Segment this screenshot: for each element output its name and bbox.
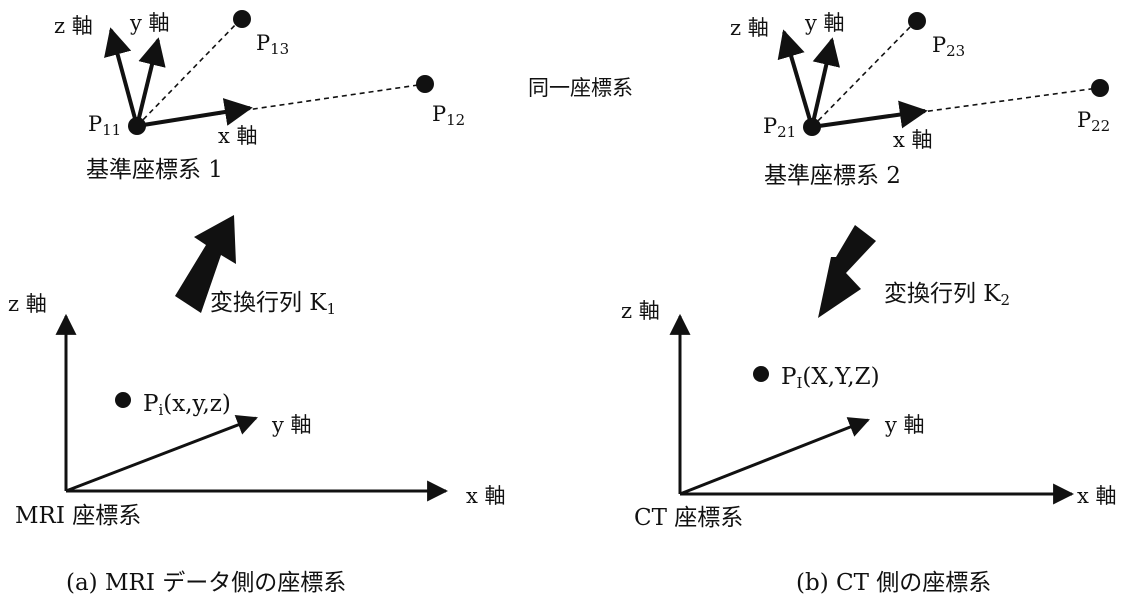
x-axis-label: x 軸: [893, 128, 933, 152]
z-axis-arrow: [777, 29, 814, 128]
point-pi-label: Pi(x,y,z): [143, 391, 231, 419]
z-axis-label: z 軸: [621, 299, 660, 323]
x-axis-arrow: [136, 98, 253, 128]
y-axis-arrow: [810, 37, 840, 128]
label-p22: P22: [1077, 108, 1110, 135]
y-axis-arrow: [65, 414, 258, 493]
point-pI: [753, 366, 769, 382]
point-p21: [803, 118, 821, 136]
label-p23: P23: [932, 33, 965, 60]
point-p23: [908, 12, 926, 30]
z-axis-label: z 軸: [730, 16, 769, 40]
transform-arrow-k2: 変換行列 K2: [818, 225, 1010, 318]
z-axis-label: z 軸: [8, 292, 47, 316]
big-arrow-down-icon: [818, 225, 876, 318]
mri-system-label: MRI 座標系: [15, 503, 141, 529]
caption-a: (a) MRI データ側の座標系: [66, 570, 346, 596]
label-p13: P13: [256, 31, 289, 58]
point-p22: [1091, 79, 1109, 97]
reference-frame-2: z 軸 y 軸 x 軸 P21 P23 P22 基準座標系 2: [730, 11, 1110, 189]
reference-frame-1-caption: 基準座標系 1: [86, 157, 223, 183]
reference-frame-1: z 軸 y 軸 x 軸 P11 P13 P12 基準座標系 1: [54, 10, 465, 183]
dashed-line-p21-p23: [811, 21, 916, 128]
x-axis-arrow: [811, 100, 928, 129]
ct-system-label: CT 座標系: [634, 505, 743, 531]
x-axis-label: x 軸: [466, 484, 506, 508]
y-axis-label: y 軸: [804, 11, 845, 35]
label-p12: P12: [432, 102, 465, 129]
point-p13: [233, 10, 251, 28]
reference-frame-2-caption: 基準座標系 2: [764, 163, 901, 189]
transform-arrow-k1: 変換行列 K1: [175, 215, 336, 318]
big-arrow-up-icon: [175, 215, 236, 313]
y-axis-label: y 軸: [884, 413, 925, 437]
same-coordinate-system-note: 同一座標系: [528, 76, 633, 100]
y-axis-arrow: [679, 417, 870, 496]
caption-b: (b) CT 側の座標系: [796, 570, 991, 596]
z-axis-arrow: [104, 27, 139, 127]
y-axis-label: y 軸: [129, 11, 170, 35]
ct-coordinate-system: z 軸 y 軸 x 軸 PI(X,Y,Z) CT 座標系: [621, 299, 1117, 531]
label-p11: P11: [88, 112, 121, 139]
transform-matrix-k2-label: 変換行列 K2: [884, 281, 1010, 309]
z-axis-label: z 軸: [54, 14, 93, 38]
point-pI-label: PI(X,Y,Z): [781, 364, 880, 392]
transform-matrix-k1-label: 変換行列 K1: [210, 290, 336, 318]
label-p21: P21: [763, 114, 796, 141]
mri-coordinate-system: z 軸 y 軸 x 軸 Pi(x,y,z) MRI 座標系: [8, 292, 506, 529]
point-p12: [416, 75, 434, 93]
x-axis-label: x 軸: [218, 124, 258, 148]
y-axis-arrow: [135, 37, 166, 127]
point-p11: [128, 117, 146, 135]
y-axis-label: y 軸: [271, 413, 312, 437]
dashed-line-p11-p13: [136, 19, 241, 127]
point-pi: [115, 392, 131, 408]
x-axis-label: x 軸: [1077, 484, 1117, 508]
